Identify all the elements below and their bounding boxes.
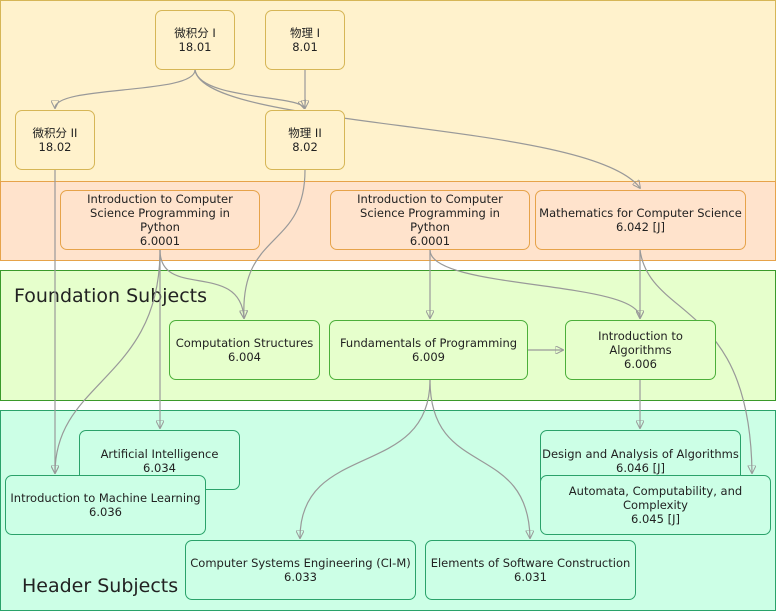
course-name: Elements of Software Construction (430, 556, 631, 570)
course-name: Computation Structures (175, 336, 314, 350)
course-node-software-construction[interactable]: Elements of Software Construction 6.031 (425, 540, 636, 600)
course-name: Introduction to Machine Learning (10, 491, 201, 505)
course-number: 6.004 (228, 350, 261, 364)
course-name: Artificial Intelligence (100, 447, 219, 461)
course-number: 18.01 (178, 40, 212, 54)
course-name: Introduction to Computer Science Program… (87, 192, 233, 234)
course-number: 18.02 (38, 140, 72, 154)
course-node-intro-cs-a[interactable]: Introduction to Computer Science Program… (60, 190, 260, 250)
course-node-math-cs[interactable]: Mathematics for Computer Science 6.042 [… (535, 190, 746, 250)
prerequisite-band-math-physics (0, 0, 776, 182)
course-number: 6.045 [J] (631, 512, 680, 526)
course-node-computation-structures[interactable]: Computation Structures 6.004 (169, 320, 320, 380)
course-node-calc2[interactable]: 微积分 II 18.02 (15, 110, 95, 170)
course-node-fundamentals-programming[interactable]: Fundamentals of Programming 6.009 (329, 320, 528, 380)
course-name: 微积分 II (32, 126, 78, 140)
course-node-machine-learning[interactable]: Introduction to Machine Learning 6.036 (5, 475, 206, 535)
course-number: 6.031 (514, 570, 547, 584)
foundation-subjects-label: Foundation Subjects (14, 285, 208, 307)
course-number: 6.009 (412, 350, 445, 364)
course-number: 8.01 (292, 40, 318, 54)
header-subjects-label: Header Subjects (22, 575, 179, 597)
course-number: 6.046 [J] (616, 461, 665, 475)
course-name: 微积分 I (174, 26, 216, 40)
course-number: 6.042 [J] (616, 220, 665, 234)
course-number: 6.034 (143, 461, 176, 475)
course-name: Computer Systems Engineering (CI-M) (190, 556, 411, 570)
course-number: 6.0001 (139, 234, 181, 248)
course-number: 6.0001 (409, 234, 451, 248)
course-name: Design and Analysis of Algorithms (542, 447, 739, 461)
course-name: Mathematics for Computer Science (539, 206, 742, 220)
course-node-phys2[interactable]: 物理 II 8.02 (265, 110, 345, 170)
course-name: Introduction to Algorithms (598, 329, 683, 357)
course-node-phys1[interactable]: 物理 I 8.01 (265, 10, 345, 70)
course-name: Introduction to Computer Science Program… (357, 192, 503, 234)
course-node-intro-algorithms[interactable]: Introduction to Algorithms 6.006 (565, 320, 716, 380)
course-name: Automata, Computability, and Complexity (568, 484, 743, 512)
course-number: 6.036 (89, 505, 122, 519)
course-name: 物理 I (289, 26, 321, 40)
course-node-intro-cs-b[interactable]: Introduction to Computer Science Program… (330, 190, 530, 250)
course-node-computer-systems-engineering[interactable]: Computer Systems Engineering (CI-M) 6.03… (185, 540, 416, 600)
course-number: 8.02 (292, 140, 318, 154)
course-node-automata[interactable]: Automata, Computability, and Complexity … (540, 475, 771, 535)
course-name: 物理 II (288, 126, 322, 140)
course-node-calc1[interactable]: 微积分 I 18.01 (155, 10, 235, 70)
course-number: 6.033 (284, 570, 317, 584)
course-number: 6.006 (624, 357, 657, 371)
course-name: Fundamentals of Programming (339, 336, 518, 350)
